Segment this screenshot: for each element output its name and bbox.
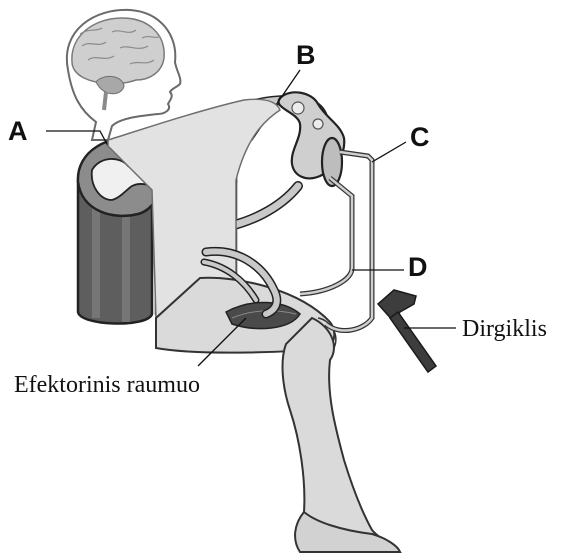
label-b: B <box>296 40 316 70</box>
label-d: D <box>408 252 428 282</box>
hammer-handle <box>390 312 436 372</box>
reflex-hammer <box>378 290 436 372</box>
leader-c <box>372 142 406 162</box>
body-silhouette <box>108 99 400 552</box>
dorsal-root-ganglion <box>278 92 344 186</box>
label-c: C <box>410 122 430 152</box>
label-hammer: Dirgiklis <box>462 316 547 342</box>
label-a: A <box>8 116 28 146</box>
label-muscle: Efektorinis raumuo <box>14 372 200 398</box>
